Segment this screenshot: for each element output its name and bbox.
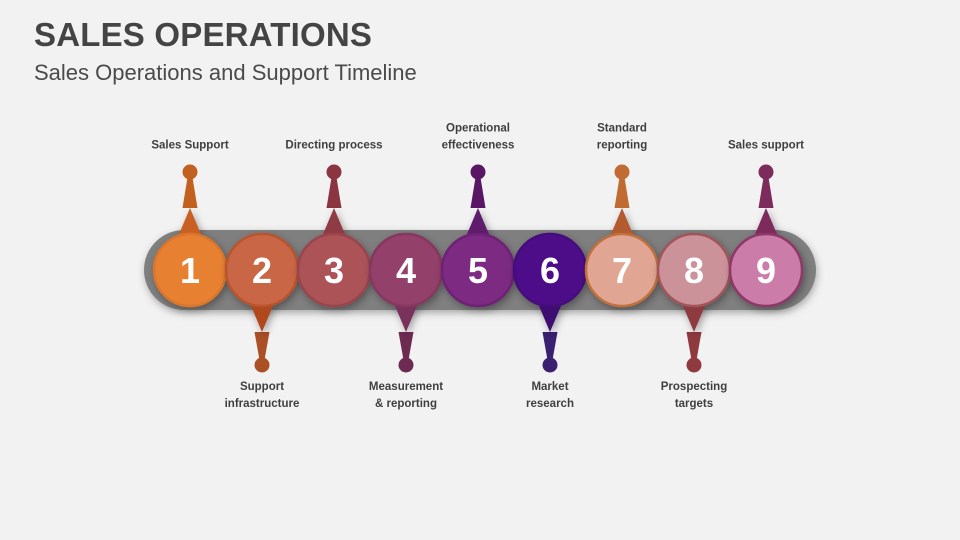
step-marker-9[interactable]: 9 (728, 208, 804, 308)
connector-dot-3 (326, 164, 342, 180)
connector-stem-7 (614, 172, 630, 208)
step-number-6: 6 (540, 250, 560, 291)
step-number-5: 5 (468, 250, 488, 291)
connector-dot-6 (542, 357, 558, 373)
page-title: SALES OPERATIONS (34, 16, 373, 53)
connector-stem-6 (542, 332, 558, 365)
connector-dot-1 (182, 164, 198, 180)
step-number-4: 4 (396, 250, 416, 291)
step-marker-4[interactable]: 4 (368, 232, 444, 332)
connector-dot-2 (254, 357, 270, 373)
connector-dot-4 (398, 357, 414, 373)
step-label-9: Sales support (727, 139, 805, 152)
connector-stem-9 (758, 172, 774, 208)
connector-stem-4 (398, 332, 414, 365)
connector-stem-3 (326, 172, 342, 208)
step-marker-6[interactable]: 6 (512, 232, 588, 332)
connector-stem-2 (254, 332, 270, 365)
step-number-2: 2 (252, 250, 272, 291)
step-marker-8[interactable]: 8 (656, 232, 732, 332)
step-label-8: Prospecting targets (660, 381, 728, 410)
step-number-1: 1 (180, 250, 200, 291)
step-number-3: 3 (324, 250, 344, 291)
step-number-9: 9 (756, 250, 776, 291)
step-label-7: Standard reporting (596, 122, 648, 152)
step-label-5: Operational effectiveness (441, 122, 515, 152)
step-marker-circle-9 (728, 232, 804, 308)
connector-dot-7 (614, 164, 630, 180)
step-number-8: 8 (684, 250, 704, 291)
timeline-svg: 1 2 3 4 5 6 7 8 9 (144, 164, 816, 373)
connector-dot-5 (470, 164, 486, 180)
step-marker-3[interactable]: 3 (296, 208, 372, 308)
step-label-4: Measurement & reporting (368, 381, 444, 410)
step-marker-5[interactable]: 5 (440, 208, 516, 308)
step-marker-2[interactable]: 2 (224, 232, 300, 332)
connector-stem-5 (470, 172, 486, 208)
connector-stem-8 (686, 332, 702, 365)
connector-dot-8 (686, 357, 702, 373)
step-label-2: Support infrastructure (224, 381, 300, 410)
step-marker-7[interactable]: 7 (584, 208, 660, 308)
connector-layer (182, 164, 774, 373)
step-label-6: Market research (526, 381, 574, 410)
step-label-3: Directing process (285, 139, 383, 152)
step-number-7: 7 (612, 250, 632, 291)
step-marker-1[interactable]: 1 (152, 208, 228, 308)
connector-dot-9 (758, 164, 774, 180)
connector-stem-1 (182, 172, 198, 208)
step-label-1: Sales Support (151, 139, 229, 152)
step-markers-layer: 1 2 3 4 5 6 7 8 9 (152, 208, 804, 332)
page-subtitle: Sales Operations and Support Timeline (34, 60, 417, 85)
